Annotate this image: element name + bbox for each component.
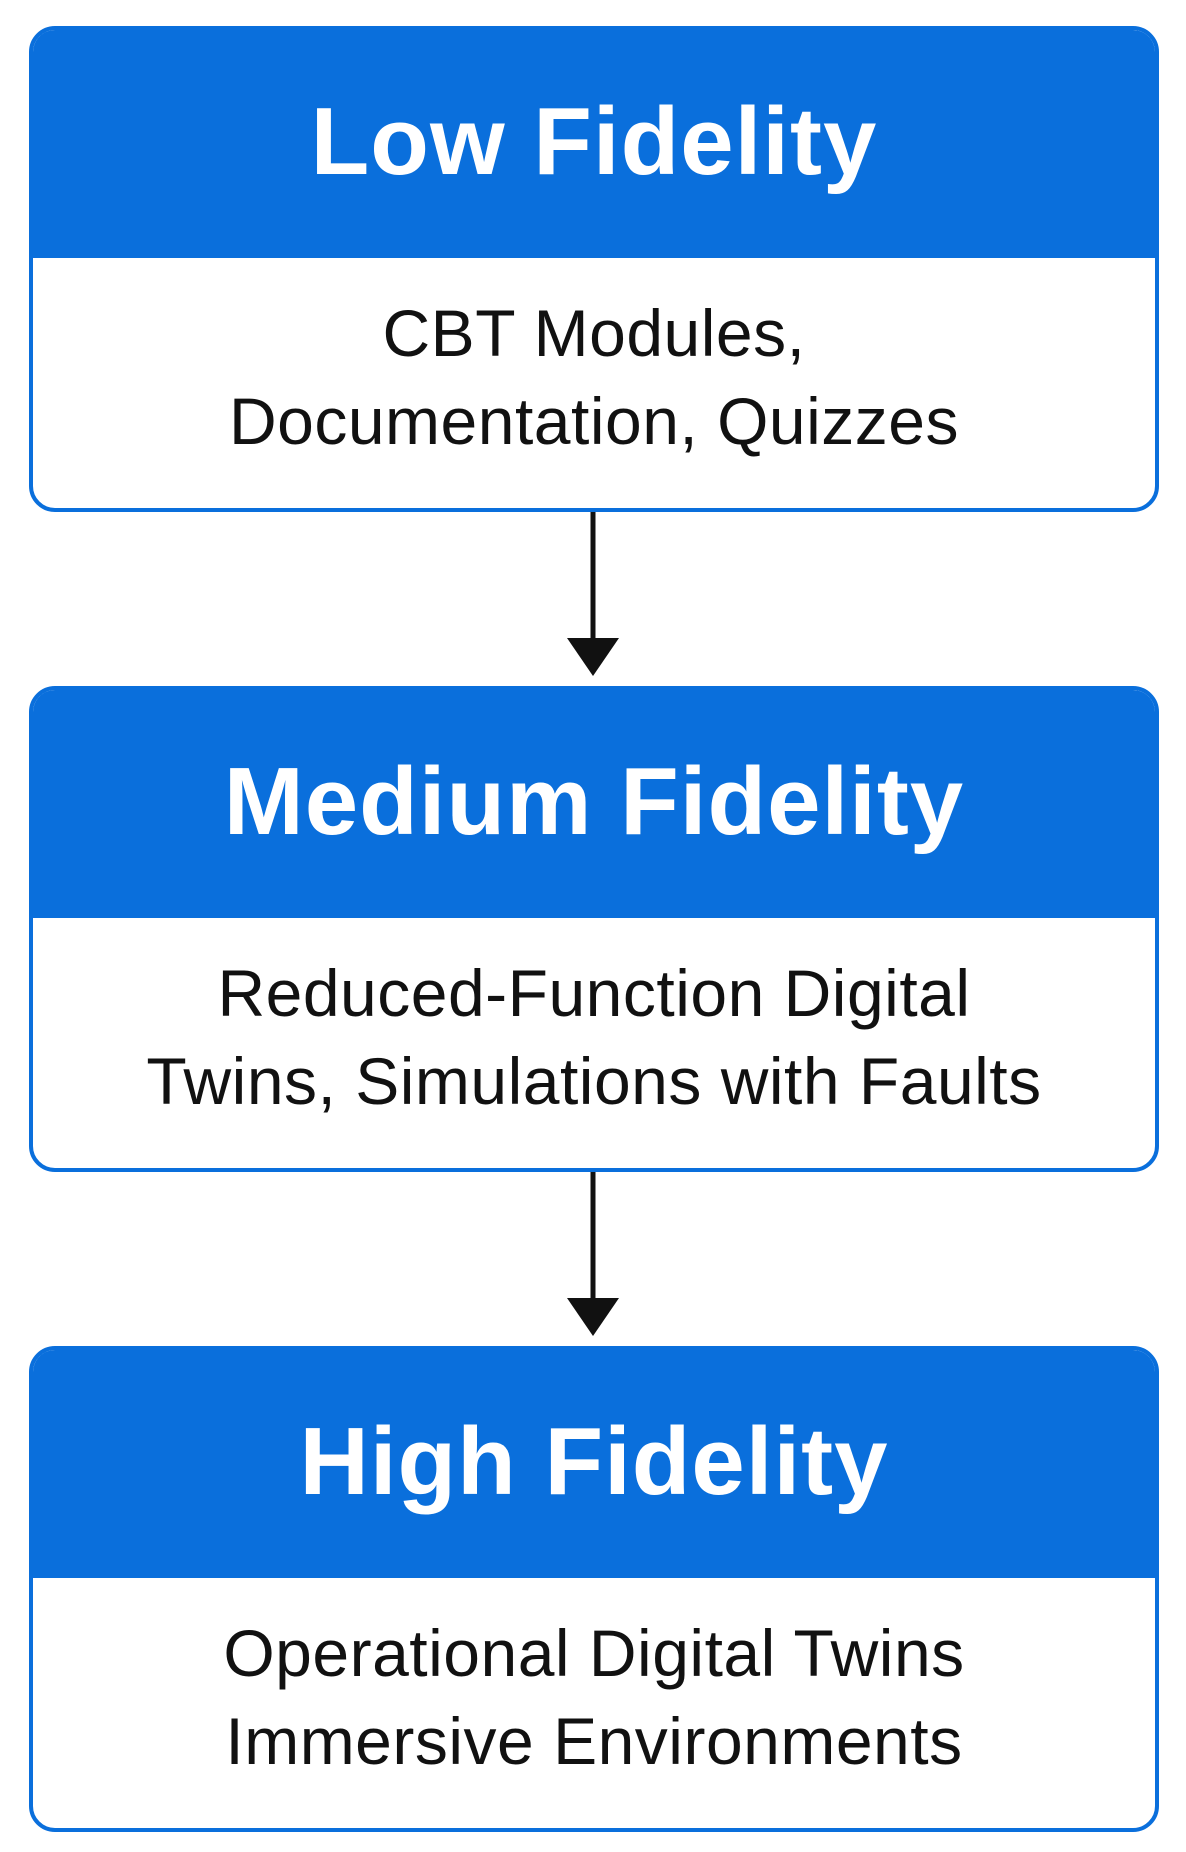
stage-title: Medium Fidelity xyxy=(223,748,965,855)
stage-description-line: Twins, Simulations with Faults xyxy=(146,1044,1042,1118)
stage-medium-fidelity: Medium Fidelity Reduced-Function Digital… xyxy=(29,686,1159,1172)
stage-high-fidelity: High Fidelity Operational Digital Twins … xyxy=(29,1346,1159,1832)
stage-header: Medium Fidelity xyxy=(33,690,1155,918)
stage-header: Low Fidelity xyxy=(33,30,1155,258)
stage-description-line: CBT Modules, xyxy=(382,296,806,370)
stage-body: Operational Digital Twins Immersive Envi… xyxy=(33,1578,1155,1828)
stage-header: High Fidelity xyxy=(33,1350,1155,1578)
arrow-down-icon xyxy=(567,1172,619,1336)
stage-low-fidelity: Low Fidelity CBT Modules, Documentation,… xyxy=(29,26,1159,512)
stage-description-line: Operational Digital Twins xyxy=(223,1616,965,1690)
connector-arrowhead xyxy=(567,638,619,676)
arrow-down-icon xyxy=(567,512,619,676)
stage-title: Low Fidelity xyxy=(310,88,878,195)
stage-description-line: Documentation, Quizzes xyxy=(228,384,959,458)
stage-description-line: Reduced-Function Digital xyxy=(217,956,971,1030)
stage-title: High Fidelity xyxy=(299,1408,889,1515)
stage-description-line: Immersive Environments xyxy=(225,1704,963,1778)
stage-body: CBT Modules, Documentation, Quizzes xyxy=(33,258,1155,508)
connector-arrowhead xyxy=(567,1298,619,1336)
stage-body: Reduced-Function Digital Twins, Simulati… xyxy=(33,918,1155,1168)
